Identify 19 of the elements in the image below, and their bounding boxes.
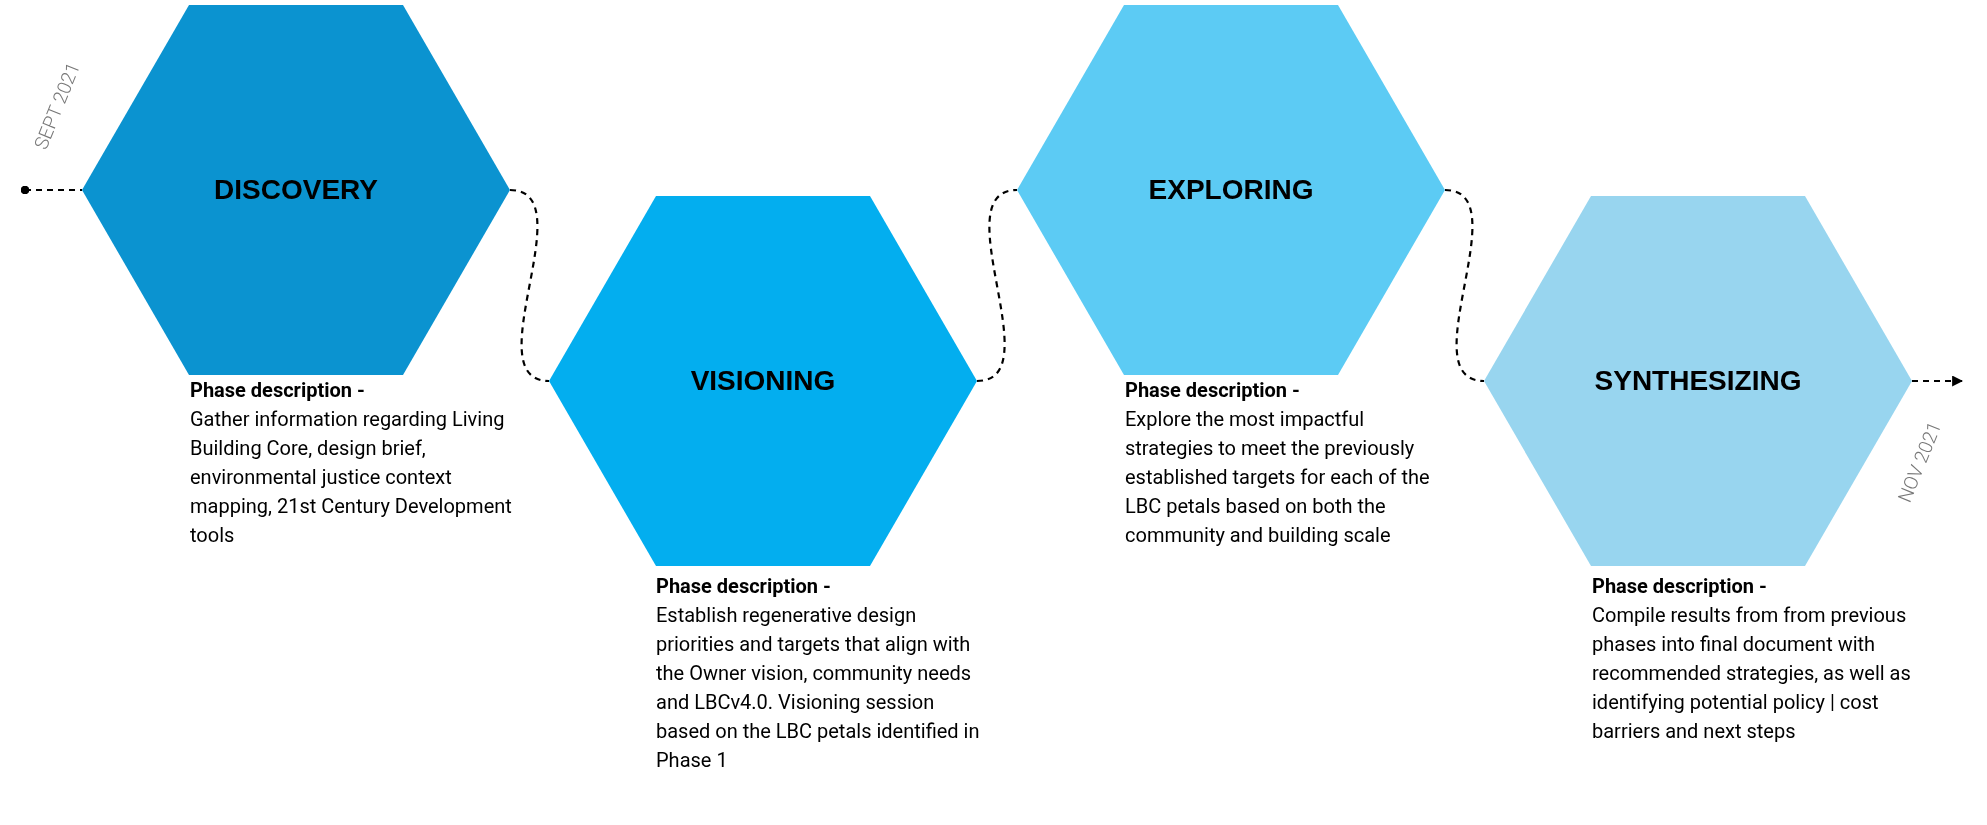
date-label: NOV 2021 (1892, 417, 1948, 507)
phase-title: SYNTHESIZING (1594, 364, 1802, 398)
description-heading: Phase description - (656, 573, 832, 600)
description-heading: Phase description - (1592, 573, 1768, 600)
dashed-connector (976, 188, 1018, 383)
dashed-connector (20, 185, 82, 195)
description-text: Establish regenerative design priorities and targets that align with the Owner vision, community needs and LBCv4.0. Visioning session based on the LBC petals identified in Phase 1 (656, 602, 981, 774)
description-text: Explore the most impactful strategies to meet the previously established targets for each of the LBC petals based on both the community and building scale (1125, 406, 1431, 549)
phase-title: VISIONING (690, 364, 836, 398)
dashed-connector (1444, 188, 1485, 383)
date-label: SEPT 2021 (28, 58, 86, 154)
phase-title: EXPLORING (1148, 173, 1314, 207)
description-heading: Phase description - (190, 377, 366, 404)
dashed-connector (1912, 375, 1964, 387)
description-text: Compile results from from previous phases into final document with recommended strategies, as well as identifying potential policy | cost barriers and next steps (1592, 602, 1912, 745)
description-heading: Phase description - (1125, 377, 1301, 404)
phase-title: DISCOVERY (214, 173, 378, 207)
dashed-connector (509, 188, 550, 383)
description-text: Gather information regarding Living Building Core, design brief, environmental justice context mapping, 21st Century Development tools (190, 406, 513, 549)
